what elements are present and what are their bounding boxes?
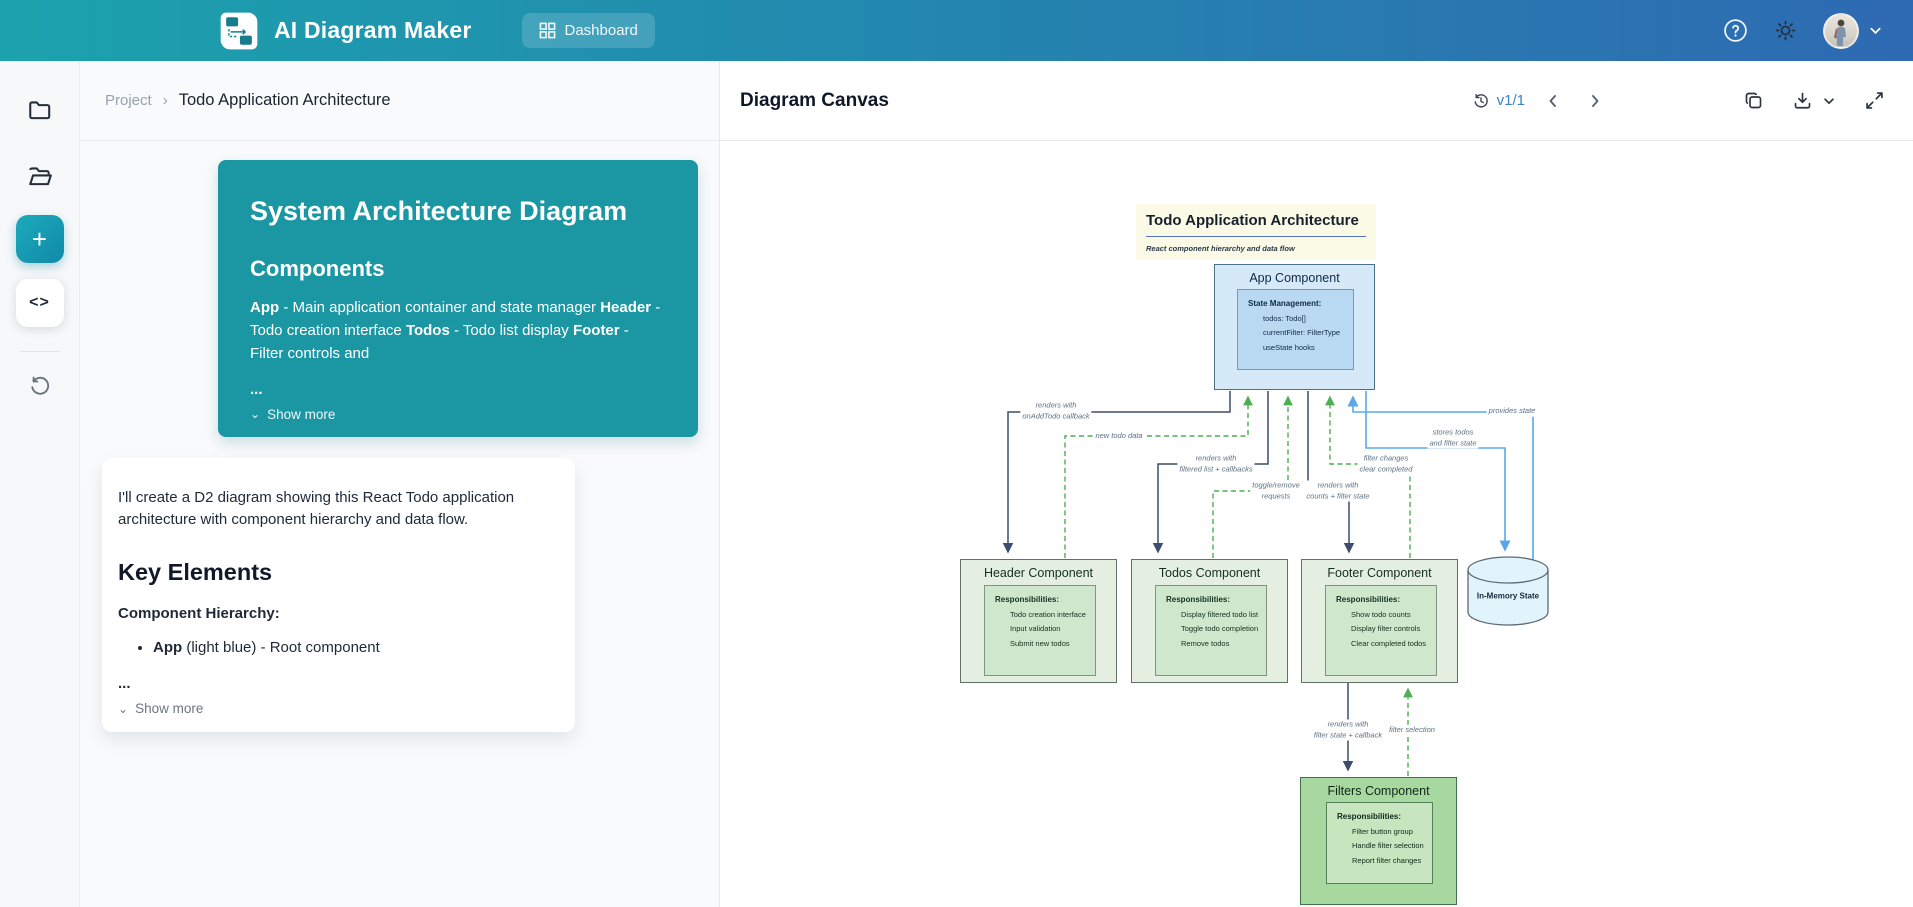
chevron-down-icon — [1822, 94, 1836, 108]
download-icon — [1792, 90, 1813, 111]
response-heading: Key Elements — [118, 559, 553, 586]
chevron-left-icon — [1545, 93, 1561, 109]
architecture-diagram: Todo Application Architecture React comp… — [720, 141, 1913, 907]
projects-folder-button[interactable] — [27, 97, 53, 123]
download-options-button[interactable] — [1822, 94, 1836, 108]
node-filters-component[interactable]: Filters Component Responsibilities: Filt… — [1300, 777, 1457, 905]
edge-label: renders withfilter state + callback — [1312, 720, 1384, 741]
help-button[interactable] — [1723, 18, 1748, 43]
breadcrumb-project[interactable]: Project — [105, 92, 152, 109]
response-list: App (light blue) - Root component — [118, 637, 553, 658]
brand-name: AI Diagram Maker — [274, 17, 472, 44]
breadcrumb: Project › Todo Application Architecture — [80, 61, 719, 141]
edge-label: provides state — [1487, 406, 1538, 417]
edge-footer-to-app — [1330, 397, 1410, 558]
breadcrumb-title: Todo Application Architecture — [179, 91, 391, 110]
prompt-ellipsis: ... — [250, 381, 666, 398]
header-responsibilities-box: Responsibilities: Todo creation interfac… — [984, 585, 1096, 676]
diagram-title-block: Todo Application Architecture React comp… — [1136, 204, 1376, 260]
breadcrumb-separator: › — [163, 92, 168, 109]
icon-rail: + <> — [0, 61, 80, 907]
edge-label: renders withfiltered list + callbacks — [1177, 454, 1254, 475]
diagram-subtitle: React component hierarchy and data flow — [1146, 244, 1366, 253]
response-subheading: Component Hierarchy: — [118, 605, 553, 622]
theme-toggle-button[interactable] — [1774, 19, 1797, 42]
edge-label: renders withonAddTodo callback — [1020, 401, 1091, 422]
dashboard-button[interactable]: Dashboard — [522, 13, 655, 48]
app-logo-icon — [217, 9, 261, 53]
todos-responsibilities-box: Responsibilities: Display filtered todo … — [1155, 585, 1267, 676]
brand: AI Diagram Maker — [217, 9, 472, 53]
edge-label: stores todosand filter state — [1427, 428, 1478, 449]
copy-icon — [1743, 90, 1764, 111]
node-header-component[interactable]: Header Component Responsibilities: Todo … — [960, 559, 1117, 683]
chevron-down-icon: ⌄ — [118, 703, 128, 715]
prompt-show-more-button[interactable]: ⌄ Show more — [250, 407, 335, 422]
user-menu[interactable] — [1823, 13, 1883, 49]
folder-open-icon — [27, 163, 53, 189]
edge-label: filter changesclear completed — [1358, 454, 1415, 475]
edge-header-to-app — [1065, 397, 1248, 558]
prompt-body: App - Main application container and sta… — [250, 297, 666, 365]
user-avatar — [1823, 13, 1859, 49]
download-button[interactable] — [1792, 90, 1813, 111]
previous-version-button[interactable] — [1545, 93, 1561, 109]
user-prompt-card: System Architecture Diagram Components A… — [218, 160, 698, 437]
canvas-header: Diagram Canvas v1/1 — [720, 61, 1913, 141]
chat-panel: Project › Todo Application Architecture … — [80, 61, 720, 907]
response-show-more-button[interactable]: ⌄ Show more — [118, 701, 203, 716]
response-intro: I'll create a D2 diagram showing this Re… — [118, 487, 553, 531]
code-view-button[interactable]: <> — [16, 279, 64, 327]
history-button[interactable] — [28, 374, 52, 398]
grid-icon — [539, 22, 556, 39]
fullscreen-button[interactable] — [1864, 90, 1885, 111]
diagram-canvas-panel: Diagram Canvas v1/1 — [720, 61, 1913, 907]
node-footer-component[interactable]: Footer Component Responsibilities: Show … — [1301, 559, 1458, 683]
prompt-title: System Architecture Diagram — [250, 193, 666, 229]
filters-responsibilities-box: Responsibilities: Filter button group Ha… — [1326, 802, 1433, 884]
version-indicator: v1/1 — [1472, 92, 1525, 110]
help-icon — [1723, 18, 1748, 43]
next-version-button[interactable] — [1587, 93, 1603, 109]
diagram-canvas[interactable]: Todo Application Architecture React comp… — [720, 141, 1913, 907]
node-todos-component[interactable]: Todos Component Responsibilities: Displa… — [1131, 559, 1288, 683]
chat-messages: System Architecture Diagram Components A… — [80, 141, 719, 732]
assistant-response-card: I'll create a D2 diagram showing this Re… — [102, 458, 575, 733]
prompt-section-heading: Components — [250, 256, 666, 282]
edge-label: new todo data — [1093, 431, 1144, 442]
top-navbar: AI Diagram Maker Dashboard — [0, 0, 1913, 61]
chevron-down-icon: ⌄ — [250, 408, 260, 420]
history-icon — [28, 374, 52, 398]
expand-icon — [1864, 90, 1885, 111]
edge-todos-to-app — [1213, 397, 1288, 558]
version-history-icon — [1472, 92, 1490, 110]
version-label: v1/1 — [1497, 92, 1525, 109]
node-app-component[interactable]: App Component State Management: todos: T… — [1214, 264, 1375, 390]
edge-label: toggle/removerequests — [1250, 481, 1302, 502]
chevron-down-icon — [1868, 23, 1883, 38]
sun-icon — [1774, 19, 1797, 42]
copy-button[interactable] — [1743, 90, 1764, 111]
list-item: App (light blue) - Root component — [153, 637, 553, 658]
folder-icon — [27, 97, 53, 123]
edge-app-to-footer — [1308, 391, 1349, 552]
canvas-title: Diagram Canvas — [740, 90, 889, 112]
chevron-right-icon — [1587, 93, 1603, 109]
edge-label: filter selection — [1387, 725, 1437, 736]
rail-divider — [20, 351, 60, 352]
footer-responsibilities-box: Responsibilities: Show todo counts Displ… — [1325, 585, 1437, 676]
edge-label: renders withcounts + filter state — [1304, 481, 1371, 502]
app-state-box: State Management: todos: Todo[] currentF… — [1237, 289, 1354, 370]
open-project-button[interactable] — [27, 163, 53, 189]
response-ellipsis: ... — [118, 675, 553, 692]
new-diagram-button[interactable]: + — [16, 215, 64, 263]
diagram-title: Todo Application Architecture — [1146, 212, 1366, 237]
dashboard-label: Dashboard — [565, 22, 638, 39]
in-memory-state-label: In-Memory State — [1477, 592, 1539, 601]
edge-state-to-app — [1353, 397, 1533, 561]
person-photo — [1830, 17, 1852, 47]
